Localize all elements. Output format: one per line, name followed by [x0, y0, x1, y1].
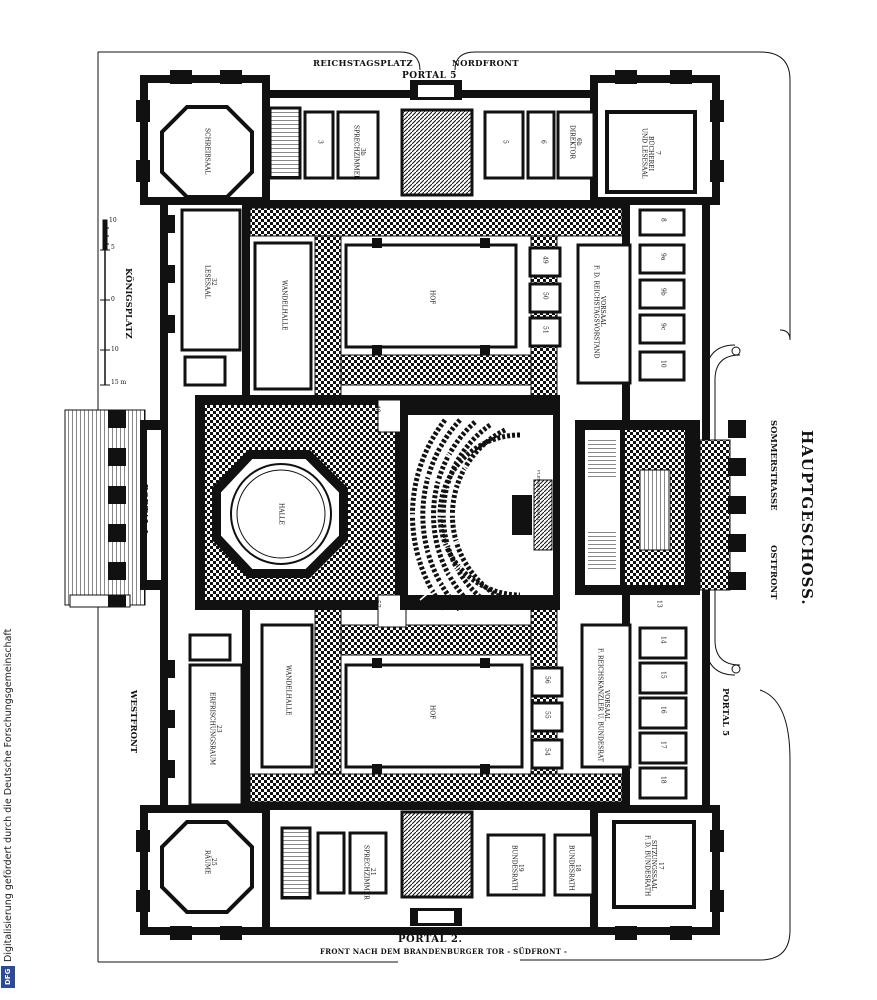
room-number: 48	[373, 405, 381, 413]
room-vorsaal-north: VORSAAL F. D. REICHSTAGSVORSTAND	[592, 265, 607, 359]
north-portal-label: PORTAL 5	[402, 71, 457, 81]
room-wandelhalle-south: WANDELHALLE	[284, 665, 292, 716]
west-place-label: KÖNIGSPLATZ	[123, 268, 133, 339]
room-raeume: 25 RÄUME	[203, 850, 218, 875]
room-number: 18	[659, 776, 667, 784]
scale-tick: 10	[109, 217, 117, 224]
room-number: 15	[659, 671, 667, 679]
south-front-label: FRONT NACH DEM BRANDENBURGER TOR - SÜDFR…	[320, 947, 568, 956]
south-wing	[280, 810, 595, 900]
room-number: 57	[373, 600, 381, 608]
room-number: 9a	[659, 253, 667, 261]
room-bundesrath-18: 18 BUNDESRATH	[567, 845, 582, 891]
north-portal	[410, 80, 462, 100]
room-hof-south: HOF	[428, 705, 436, 720]
west-columns	[163, 215, 175, 778]
room-bundesrath-19: 19 BUNDESRATH	[510, 845, 525, 891]
north-label: REICHSTAGSPLATZ	[313, 59, 413, 69]
room-halle: HALLE	[277, 503, 285, 525]
room-number: 54	[543, 748, 551, 756]
room-number: 9c	[659, 323, 667, 331]
room-hof-north: HOF	[428, 290, 436, 305]
room-sprechzimmer-north: 3b SPRECHZIMMER	[352, 125, 367, 180]
room-sprechzimmer-south: 21 SPRECHZIMMER	[362, 845, 377, 900]
room-sitzungssaal: 17 SITZUNGSSAAL F. D. BUNDESRATH	[643, 835, 664, 897]
west-portal	[64, 409, 168, 608]
room-wandelhalle-north: WANDELHALLE	[280, 280, 288, 331]
west-front-label: WESTFRONT	[128, 690, 138, 754]
south-portal-label: PORTAL 2.	[398, 934, 463, 945]
west-wing	[180, 208, 314, 807]
room-number: 51	[541, 326, 549, 334]
scale-tick: 10	[111, 346, 119, 353]
central-hall	[195, 395, 407, 628]
scale-tick: 5	[111, 244, 115, 251]
room-number: 5	[501, 140, 509, 144]
dfg-logo: DFG	[1, 966, 15, 988]
scale-bar	[100, 219, 110, 386]
room-lesesaal: 32 LESESAAL	[203, 265, 218, 299]
square-corner-rooms	[605, 110, 697, 909]
plenary-chamber	[400, 395, 560, 612]
room-number: 49	[541, 256, 549, 264]
room-number: 8	[659, 218, 667, 222]
south-portal	[410, 908, 462, 926]
room-erfrischungsraum: 23 ERFRISCHUNGSRAUM	[208, 692, 223, 766]
room-number: 55	[543, 711, 551, 719]
room-direktor: 6b DIREKTOR	[568, 125, 583, 159]
east-wing	[528, 208, 688, 800]
room-number: 13	[655, 600, 663, 608]
room-number: 50	[541, 292, 549, 300]
west-portal-label: PORTAL 1	[138, 484, 148, 535]
east-portal-label: PORTAL 5	[720, 688, 730, 737]
room-schreibsaal: SCHREIBSAAL	[203, 128, 211, 175]
courtyards	[344, 243, 524, 769]
scale-tick: 0	[111, 296, 115, 303]
east-hall	[575, 420, 746, 595]
octagon-rooms	[160, 105, 254, 914]
room-number: 17	[659, 741, 667, 749]
north-front-label: NORDFRONT	[452, 59, 519, 69]
room-number: 9b	[659, 288, 667, 296]
east-street-label: SOMMERSTRASSE	[768, 420, 778, 511]
room-number: 56	[543, 676, 551, 684]
room-number: 14	[659, 636, 667, 644]
room-plenarsaal: PLENARSITZUNGSSAAL	[536, 470, 542, 522]
digitization-note: Digitalisierung gefördert durch die Deut…	[3, 628, 14, 962]
room-number: 3	[316, 140, 324, 144]
room-buecherei: 7 BÜCHEREI UND LESESAAL	[640, 128, 661, 179]
room-vorsaal-south: VORSAAL F. REICHSKANZLER U. BUNDESRAT	[596, 648, 611, 762]
room-number: 10	[659, 360, 667, 368]
east-front-label: OSTFRONT	[768, 545, 778, 600]
room-number: 16	[659, 706, 667, 714]
room-number: 6	[539, 140, 547, 144]
courtyard-columns	[372, 238, 490, 774]
north-wing	[268, 106, 596, 197]
scale-tick: 15 m	[111, 379, 127, 386]
title-label: HAUPTGESCHOSS.	[798, 430, 816, 606]
